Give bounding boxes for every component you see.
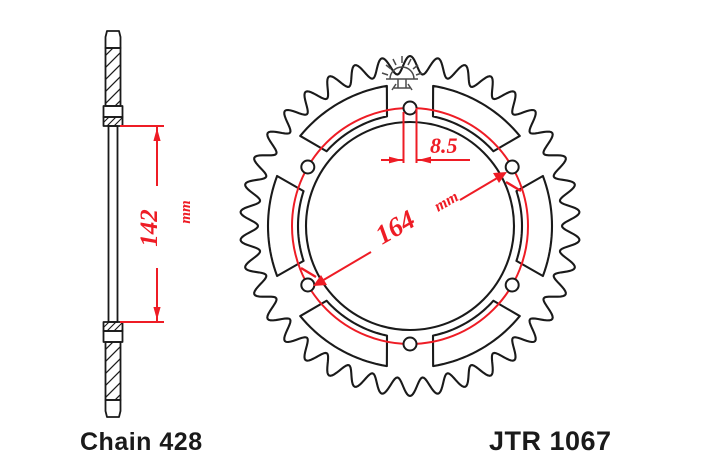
dimension-142mm-arrows xyxy=(153,128,161,320)
dimension-164mm-ticks xyxy=(300,180,522,279)
svg-text:164: 164 xyxy=(370,204,420,250)
section-hatching-upper xyxy=(105,48,121,106)
bolt-hole xyxy=(504,277,520,293)
part-number-label: JTR 1067 xyxy=(489,426,612,456)
section-hatching-lower xyxy=(105,342,121,400)
sprocket-bolt-holes xyxy=(300,100,520,352)
sprocket-cutout xyxy=(266,174,305,278)
sprocket-cutout xyxy=(431,299,521,368)
section-hatching-lower-band xyxy=(103,322,123,331)
svg-text:mm: mm xyxy=(178,200,194,223)
dimension-8-5-arrows xyxy=(389,156,431,164)
face-view: 8.5 164 mm xyxy=(239,54,581,398)
sprocket-teeth xyxy=(239,54,581,398)
sunrise-icon xyxy=(381,56,423,91)
dimension-142mm-text: 142 mm xyxy=(136,200,194,246)
sprocket-cutout xyxy=(515,174,554,278)
center-bore-circle xyxy=(304,120,516,332)
bolt-hole xyxy=(402,336,418,352)
sprocket-cutout xyxy=(431,84,521,153)
bolt-hole xyxy=(402,100,418,116)
svg-text:mm: mm xyxy=(432,188,462,215)
sprocket-cutout xyxy=(299,84,389,153)
bolt-hole xyxy=(300,159,316,175)
bolt-hole xyxy=(300,277,316,293)
dimension-164mm-text: 164 mm xyxy=(370,188,462,250)
sprocket-cutouts xyxy=(266,84,554,368)
section-view: 142 mm xyxy=(102,30,194,418)
bolt-hole xyxy=(504,159,520,175)
dimension-8-5-text: 8.5 xyxy=(430,133,458,158)
chain-size-label: Chain 428 xyxy=(80,428,203,456)
dimension-164mm-arrows xyxy=(313,172,507,286)
svg-text:142: 142 xyxy=(136,209,163,247)
sprocket-cutout xyxy=(299,299,389,368)
